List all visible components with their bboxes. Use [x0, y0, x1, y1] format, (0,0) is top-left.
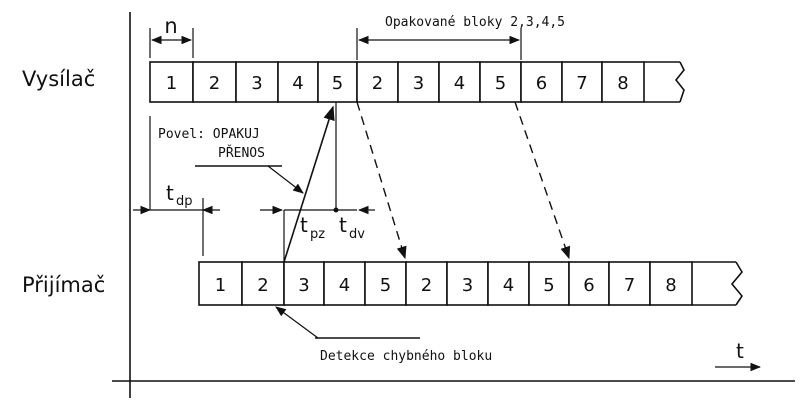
transmitter-block	[601, 61, 645, 103]
transmitter-block-label: 1	[166, 73, 177, 94]
transmitter-block-label: 2	[372, 73, 383, 94]
receiver-block-label: 1	[215, 275, 226, 296]
repeat-command-label: Povel: OPAKUJ	[158, 127, 260, 142]
command-pointer-arrow	[267, 165, 304, 194]
receiver-block-label: 5	[543, 275, 554, 296]
transmitter-block	[356, 61, 399, 103]
transmitter-block	[277, 61, 319, 103]
continuation-signal	[514, 101, 571, 260]
transmitter-block	[520, 61, 563, 103]
receiver-block	[241, 261, 285, 306]
receiver-block-label: 2	[421, 275, 432, 296]
propagation-and-decision-times: t pz t dv	[260, 205, 375, 242]
receiver-block-label: 4	[503, 275, 514, 296]
receiver-block-label: 6	[583, 275, 594, 296]
receiver-block-label: 3	[462, 275, 473, 296]
receiver-block	[568, 261, 610, 306]
receiver-block	[608, 261, 651, 306]
repeated-blocks-label: Opakované bloky 2,3,4,5	[385, 15, 565, 30]
t-pz-subscript: pz	[310, 227, 325, 242]
time-axis-label: t	[736, 339, 744, 363]
transmitter-open-end	[644, 61, 685, 103]
receiver-label: Přijímač	[22, 273, 105, 297]
block-length-dimension: n	[149, 14, 194, 58]
transmitter-block-label: 6	[536, 73, 547, 94]
transmitter-block	[235, 61, 279, 103]
receiver-block-label: 4	[339, 275, 350, 296]
transmitter-block	[397, 61, 440, 103]
transmitter-block-label: 5	[332, 73, 343, 94]
receiver-open-end	[692, 261, 743, 306]
transmitter-block	[479, 61, 522, 103]
transmitter-block-label: 3	[413, 73, 424, 94]
error-detection-label: Detekce chybného bloku	[320, 349, 492, 364]
error-detection-pointer-arrow	[275, 306, 319, 339]
transmitter-block-label: 8	[617, 73, 628, 94]
t-dp-label: t	[166, 181, 174, 205]
repeated-blocks-dimension: Opakované bloky 2,3,4,5	[356, 15, 565, 60]
transmitter-block-label: 5	[495, 73, 506, 94]
transmitter-block-label: 4	[292, 73, 303, 94]
receiver-block-row: 1 2 3 4 5 2 3 4 5 6 7 8	[198, 261, 743, 306]
transmitter-label: Vysílač	[22, 67, 95, 91]
transmitter-block	[561, 61, 603, 103]
receiver-block-label: 7	[624, 275, 635, 296]
timing-dot	[333, 207, 339, 213]
t-dp-subscript: dp	[176, 194, 193, 209]
receiver-block	[487, 261, 530, 306]
transmitter-block-label: 7	[576, 73, 587, 94]
receiver-block-label: 5	[380, 275, 391, 296]
transmitter-block-label: 3	[251, 73, 262, 94]
receiver-block	[283, 261, 325, 306]
block-length-label: n	[164, 14, 177, 38]
receiver-block	[528, 261, 570, 306]
t-pz-label: t	[300, 213, 308, 237]
receiver-block	[323, 261, 366, 306]
receiver-block-label: 3	[298, 275, 309, 296]
transmitter-block-label: 2	[209, 73, 220, 94]
transmitter-block	[438, 61, 481, 103]
repeat-command-label-line2: PŘENOS	[218, 145, 265, 161]
transmitter-block-label: 4	[454, 73, 465, 94]
repeat-request-signal	[283, 105, 335, 263]
retransmit-start-signal	[356, 101, 407, 260]
t-dv-subscript: dv	[349, 227, 365, 242]
receiver-block	[649, 261, 693, 306]
transmitter-block-row: 1 2 3 4 5 2 3 4 5 6 7 8	[149, 61, 685, 103]
receiver-block-label: 2	[257, 275, 268, 296]
receiver-block	[364, 261, 407, 306]
receiver-block-label: 8	[665, 275, 676, 296]
t-dp-dimension: t dp	[133, 116, 220, 256]
t-dv-label: t	[339, 213, 347, 237]
